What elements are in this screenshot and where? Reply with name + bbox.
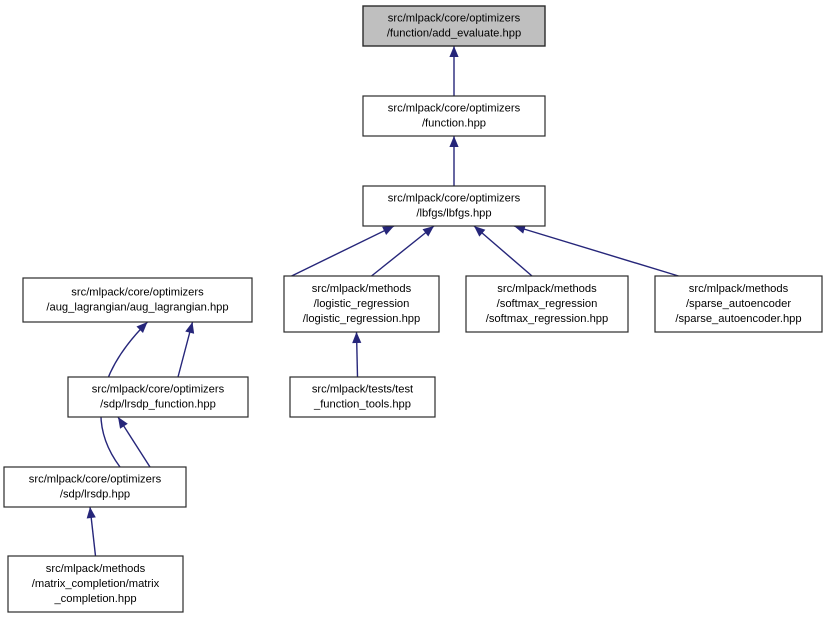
node-label-add_evaluate-line1: /function/add_evaluate.hpp xyxy=(387,27,521,39)
edge-arrowhead-aug_lagrangian-to-lbfgs xyxy=(382,226,394,235)
edge-arrowhead-sparse_autoencoder-to-lbfgs xyxy=(514,224,526,234)
edge-line-aug_lagrangian-to-lbfgs xyxy=(287,225,395,279)
node-add_evaluate[interactable]: src/mlpack/core/optimizers/function/add_… xyxy=(362,5,546,47)
node-label-matrix_completion-line0: src/mlpack/methods xyxy=(46,563,146,575)
node-label-lbfgs-line1: /lbfgs/lbfgs.hpp xyxy=(416,207,491,219)
edge-softmax_regression-to-lbfgs xyxy=(473,225,533,277)
node-label-softmax_regression-line1: /softmax_regression xyxy=(497,298,598,310)
node-label-lrsdp-line0: src/mlpack/core/optimizers xyxy=(29,473,162,485)
node-logistic_regression[interactable]: src/mlpack/methods/logistic_regression/l… xyxy=(283,275,440,333)
node-aug_lagrangian[interactable]: src/mlpack/core/optimizers/aug_lagrangia… xyxy=(22,277,253,323)
edge-sparse_autoencoder-to-lbfgs xyxy=(513,224,679,277)
node-label-lrsdp_function-line1: /sdp/lrsdp_function.hpp xyxy=(100,398,216,410)
node-label-function-line0: src/mlpack/core/optimizers xyxy=(388,102,521,114)
node-function[interactable]: src/mlpack/core/optimizers/function.hpp xyxy=(362,95,546,137)
node-box-softmax_regression xyxy=(465,275,629,333)
node-box-matrix_completion xyxy=(7,555,184,613)
node-label-function-line1: /function.hpp xyxy=(422,117,486,129)
node-box-add_evaluate xyxy=(362,5,546,47)
node-label-aug_lagrangian-line0: src/mlpack/core/optimizers xyxy=(71,286,204,298)
node-label-lrsdp_function-line0: src/mlpack/core/optimizers xyxy=(92,383,225,395)
edge-arrowhead-softmax_regression-to-lbfgs xyxy=(474,226,486,237)
edge-matrix_completion-to-lrsdp xyxy=(86,506,97,557)
node-box-logistic_regression xyxy=(283,275,440,333)
edge-arrowhead-matrix_completion-to-lrsdp xyxy=(86,507,96,519)
node-label-aug_lagrangian-line1: /aug_lagrangian/aug_lagrangian.hpp xyxy=(46,301,228,313)
node-label-logistic_regression-line2: /logistic_regression.hpp xyxy=(303,313,421,325)
node-label-test_function_tools-line0: src/mlpack/tests/test xyxy=(312,383,414,395)
node-label-sparse_autoencoder-line1: /sparse_autoencoder xyxy=(686,298,791,310)
edge-arrowhead-lrsdp-to-aug_lagrangian xyxy=(136,322,148,334)
edge-line-sparse_autoencoder-to-lbfgs xyxy=(513,225,679,277)
node-softmax_regression[interactable]: src/mlpack/methods/softmax_regression/so… xyxy=(465,275,629,333)
node-box-lrsdp_function xyxy=(67,376,249,418)
edge-test_function_tools-to-logistic_regression xyxy=(352,331,362,378)
node-box-aug_lagrangian xyxy=(22,277,253,323)
node-lbfgs[interactable]: src/mlpack/core/optimizers/lbfgs/lbfgs.h… xyxy=(362,185,546,227)
node-box-test_function_tools xyxy=(289,376,436,418)
edge-arrowhead-lrsdp_function-to-aug_lagrangian xyxy=(185,322,195,334)
edge-arrowhead-logistic_regression-to-lbfgs xyxy=(422,226,434,237)
node-box-lbfgs xyxy=(362,185,546,227)
edge-line-logistic_regression-to-lbfgs xyxy=(371,225,435,277)
node-lrsdp[interactable]: src/mlpack/core/optimizers/sdp/lrsdp.hpp xyxy=(3,466,187,508)
node-label-softmax_regression-line2: /softmax_regression.hpp xyxy=(486,313,609,325)
edges-layer xyxy=(86,46,679,557)
node-test_function_tools[interactable]: src/mlpack/tests/test _function_tools.hpp xyxy=(289,376,436,418)
node-label-lbfgs-line0: src/mlpack/core/optimizers xyxy=(388,192,521,204)
node-label-sparse_autoencoder-line2: /sparse_autoencoder.hpp xyxy=(675,313,801,325)
node-label-test_function_tools-line1: _function_tools.hpp xyxy=(313,398,411,410)
edge-line-softmax_regression-to-lbfgs xyxy=(473,225,533,277)
edge-arrowhead-function-to-add_evaluate xyxy=(449,46,459,57)
node-label-add_evaluate-line0: src/mlpack/core/optimizers xyxy=(388,12,521,24)
node-box-sparse_autoencoder xyxy=(654,275,823,333)
node-label-sparse_autoencoder-line0: src/mlpack/methods xyxy=(689,283,789,295)
node-matrix_completion[interactable]: src/mlpack/methods/matrix_completion/mat… xyxy=(7,555,184,613)
edge-function-to-add_evaluate xyxy=(449,46,459,96)
node-box-lrsdp xyxy=(3,466,187,508)
node-label-lrsdp-line1: /sdp/lrsdp.hpp xyxy=(60,488,130,500)
edge-logistic_regression-to-lbfgs xyxy=(371,225,435,277)
node-label-matrix_completion-line1: /matrix_completion/matrix xyxy=(32,578,160,590)
edge-lrsdp-to-lrsdp_function xyxy=(117,416,151,468)
edge-aug_lagrangian-to-lbfgs xyxy=(287,225,395,279)
edge-arrowhead-test_function_tools-to-logistic_regression xyxy=(352,332,362,344)
node-label-logistic_regression-line0: src/mlpack/methods xyxy=(312,283,412,295)
node-label-matrix_completion-line2: _completion.hpp xyxy=(53,593,136,605)
node-sparse_autoencoder[interactable]: src/mlpack/methods/sparse_autoencoder/sp… xyxy=(654,275,823,333)
node-lrsdp_function[interactable]: src/mlpack/core/optimizers/sdp/lrsdp_fun… xyxy=(67,376,249,418)
edge-arrowhead-lbfgs-to-function xyxy=(449,136,459,147)
node-box-function xyxy=(362,95,546,137)
edge-arrowhead-lrsdp-to-lrsdp_function xyxy=(118,417,128,429)
nodes-layer: src/mlpack/core/optimizers/function/add_… xyxy=(3,5,823,613)
edge-lrsdp_function-to-aug_lagrangian xyxy=(177,321,195,378)
edge-lbfgs-to-function xyxy=(449,136,459,186)
node-label-logistic_regression-line1: /logistic_regression xyxy=(314,298,410,310)
node-label-softmax_regression-line0: src/mlpack/methods xyxy=(497,283,597,295)
